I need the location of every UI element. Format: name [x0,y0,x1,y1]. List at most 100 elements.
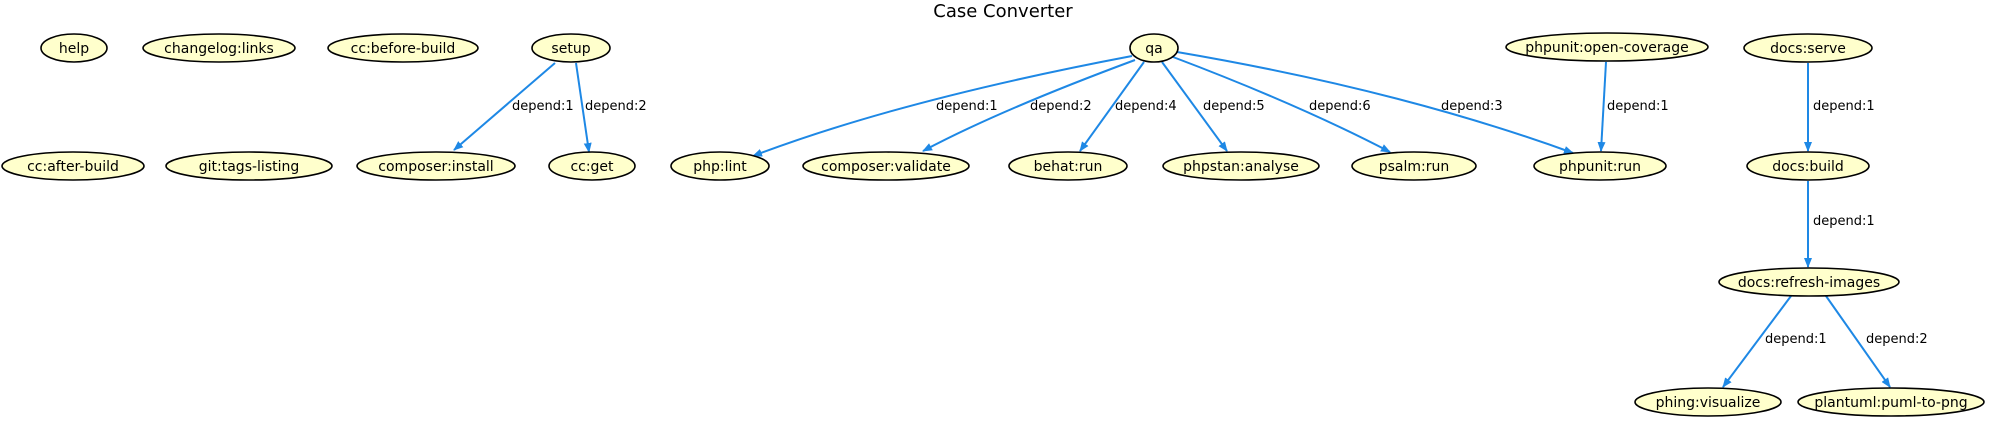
edge-arrow [1597,61,1607,152]
node-setup: setup [531,33,611,63]
node-label: plantuml:puml-to-png [1814,395,1967,411]
node-docs-refresh-images: docs:refresh-images [1718,267,1900,297]
node-label: behat:run [1034,159,1103,175]
node-label: docs:build [1772,159,1844,175]
edge-label: depend:1 [1813,99,1875,114]
node-ellipse [1129,33,1179,63]
node-ellipse [1,151,145,181]
edge-qa-to-psalm-run: depend:6 [1172,56,1391,153]
node-ellipse [165,151,333,181]
edge-label: depend:1 [512,99,574,114]
node-cc-before-build: cc:before-build [327,33,479,63]
node-ellipse [802,151,970,181]
edge-arrow [1172,56,1391,153]
node-label: cc:after-build [27,159,119,175]
node-phpstan-analyse: phpstan:analyse [1162,151,1320,181]
node-label: composer:validate [821,159,951,175]
edge-docs-serve-to-docs-build: depend:1 [1804,63,1875,152]
edge-arrow [575,62,592,153]
node-label: help [59,41,89,57]
node-label: psalm:run [1379,159,1450,175]
edge-label: depend:5 [1203,99,1265,114]
node-plantuml-puml-to-png: plantuml:puml-to-png [1797,387,1985,417]
node-ellipse [1718,267,1900,297]
edge-label: depend:1 [936,99,998,114]
node-docs-serve: docs:serve [1743,33,1873,63]
node-ellipse [1634,387,1782,417]
node-qa: qa [1129,33,1179,63]
node-ellipse [670,151,770,181]
nodes-layer: help changelog:links cc:before-build setup q… [1,32,1985,417]
node-ellipse [356,151,516,181]
node-label: composer:install [378,159,493,175]
edge-phpunit-open-coverage-to-phpunit-run: depend:1 [1597,61,1669,152]
edge-setup-to-cc-get: depend:2 [575,62,647,153]
edge-qa-to-composer-validate: depend:2 [922,59,1136,152]
edges-layer: depend:1 depend:2 depend:1 depend:2 depend:4… [453,51,1928,388]
node-label: cc:get [570,159,614,175]
node-ellipse [1533,151,1667,181]
diagram-title: Case Converter [933,1,1073,22]
node-phpunit-run: phpunit:run [1533,151,1667,181]
edge-arrow [1161,61,1228,152]
edge-arrow [1176,51,1574,154]
node-ellipse [40,33,108,63]
node-ellipse [1505,32,1709,62]
node-ellipse [548,151,636,181]
node-label: docs:serve [1770,41,1846,57]
node-ellipse [327,33,479,63]
node-label: phpunit:open-coverage [1525,40,1688,56]
edge-label: depend:1 [1607,99,1669,114]
node-ellipse [1797,387,1985,417]
node-label: qa [1145,41,1162,57]
edge-label: depend:2 [1030,99,1092,114]
edge-label: depend:6 [1309,99,1371,114]
node-label: docs:refresh-images [1738,275,1880,291]
edge-setup-to-composer-install: depend:1 [453,62,574,151]
node-ellipse [1746,151,1870,181]
node-ellipse [1008,151,1128,181]
edge-qa-to-behat-run: depend:4 [1079,61,1177,152]
edge-arrow [922,59,1136,152]
edge-arrow [1825,295,1891,388]
edge-qa-to-phpunit-run: depend:3 [1176,51,1574,154]
node-cc-get: cc:get [548,151,636,181]
node-label: phing:visualize [1656,395,1761,411]
node-label: php:lint [693,159,747,175]
node-docs-build: docs:build [1746,151,1870,181]
edge-arrow [453,62,556,151]
node-label: cc:before-build [351,41,456,57]
edge-label: depend:1 [1813,214,1875,229]
node-git-tags-listing: git:tags-listing [165,151,333,181]
node-composer-validate: composer:validate [802,151,970,181]
node-cc-after-build: cc:after-build [1,151,145,181]
node-label: setup [551,41,590,57]
edge-arrow [1722,295,1792,388]
node-ellipse [142,33,296,63]
edge-label: depend:2 [1866,332,1928,347]
node-label: changelog:links [164,41,274,57]
edge-docs-refresh-images-to-plantuml-puml-to-png: depend:2 [1825,295,1928,388]
node-label: phpunit:run [1559,159,1641,175]
edge-arrow [1079,61,1145,152]
edge-docs-build-to-docs-refresh-images: depend:1 [1804,181,1875,268]
edge-label: depend:4 [1115,99,1177,114]
node-ellipse [1351,151,1477,181]
node-php-lint: php:lint [670,151,770,181]
node-behat-run: behat:run [1008,151,1128,181]
node-label: git:tags-listing [199,159,300,175]
edge-docs-refresh-images-to-phing-visualize: depend:1 [1722,295,1827,388]
edge-qa-to-phpstan-analyse: depend:5 [1161,61,1265,152]
node-composer-install: composer:install [356,151,516,181]
edge-label: depend:2 [585,99,647,114]
edge-qa-to-php-lint: depend:1 [752,55,1133,157]
node-phpunit-open-coverage: phpunit:open-coverage [1505,32,1709,62]
node-changelog-links: changelog:links [142,33,296,63]
edge-arrow [752,55,1133,157]
edge-label: depend:3 [1441,99,1503,114]
node-ellipse [531,33,611,63]
node-ellipse [1743,33,1873,63]
node-help: help [40,33,108,63]
